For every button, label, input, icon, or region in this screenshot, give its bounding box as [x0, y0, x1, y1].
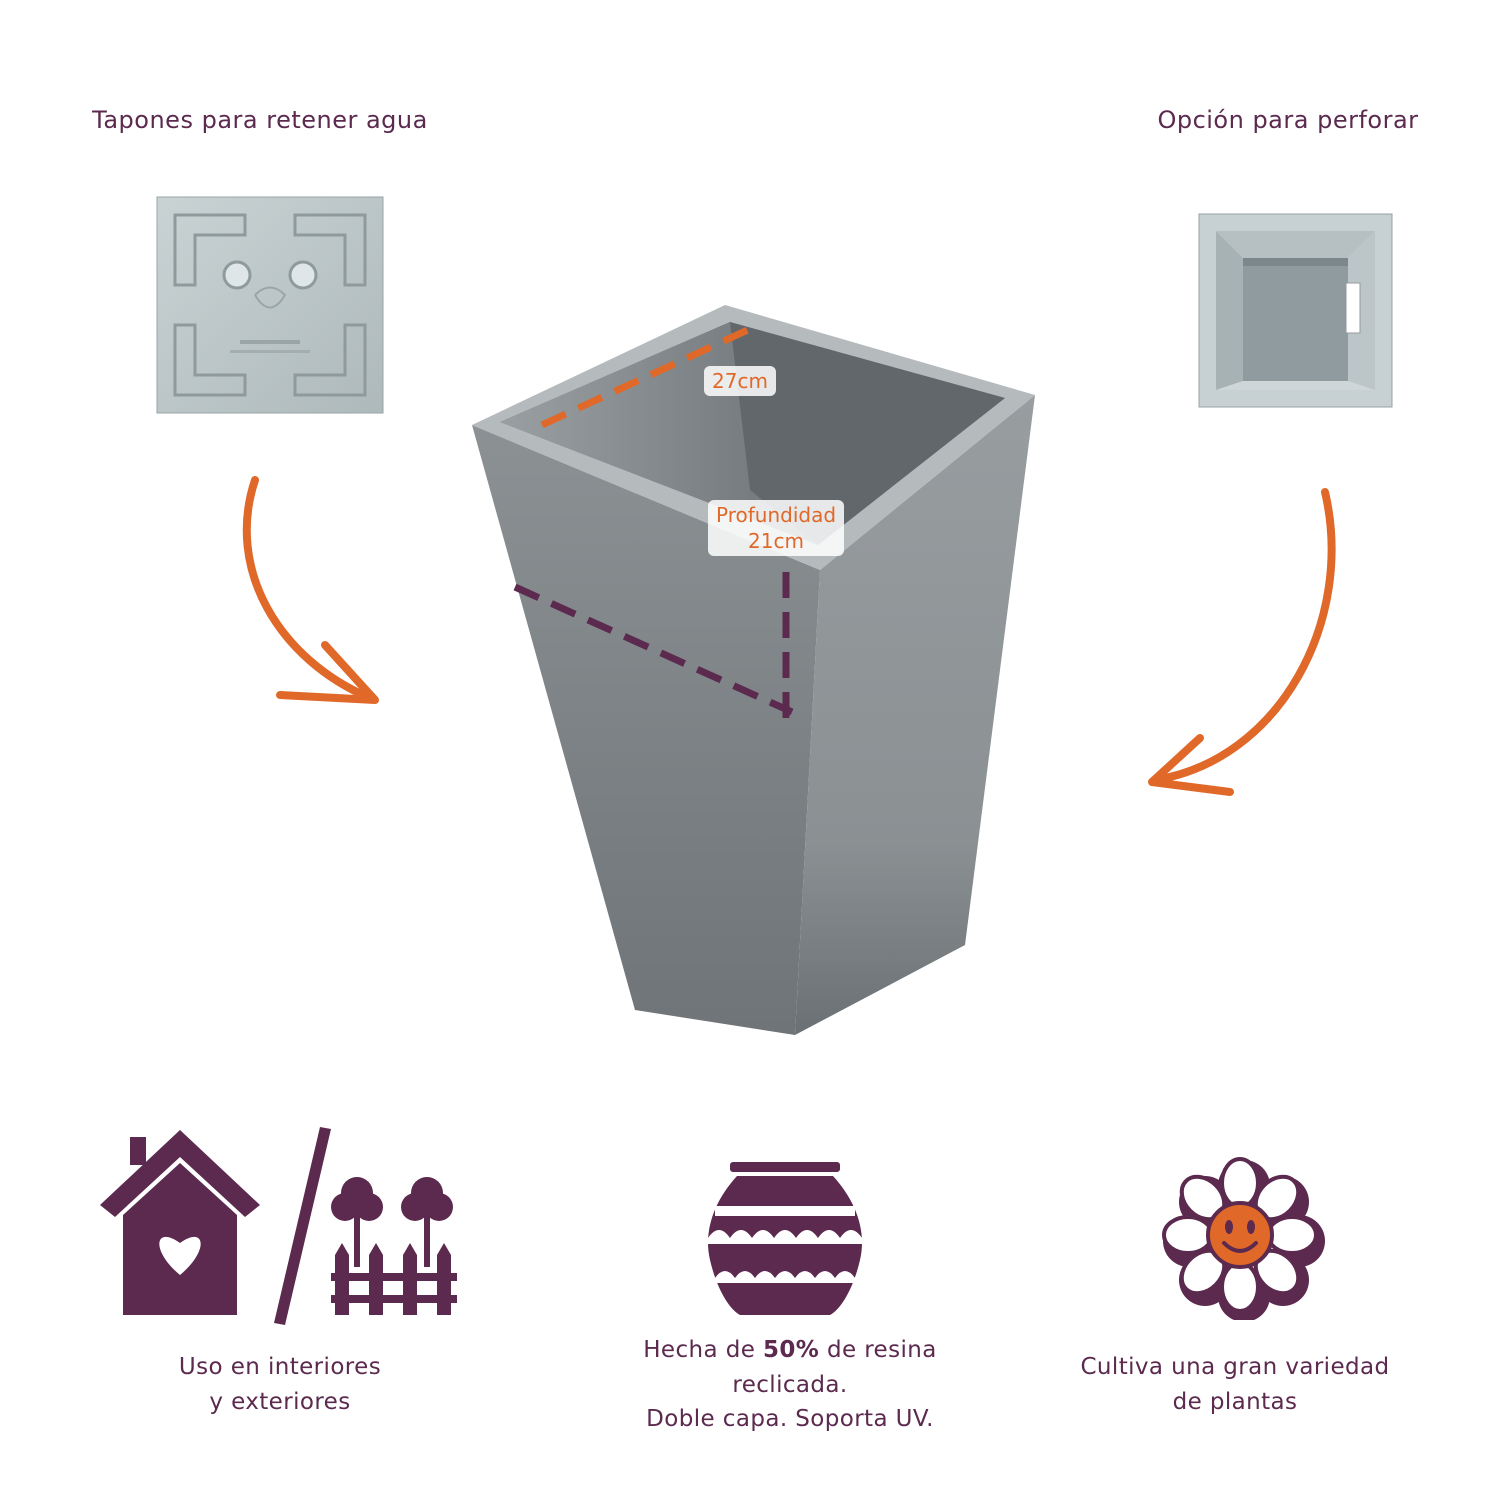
- feature-1-line1: Uso en interiores: [178, 1354, 382, 1380]
- smiley-flower-icon: [1162, 1157, 1325, 1320]
- feature-2-line3: Doble capa. Soporta UV.: [646, 1406, 934, 1432]
- feature-3-line2: de plantas: [1172, 1388, 1298, 1415]
- pot-top-view-photo: [1198, 213, 1393, 408]
- house-garden-icon: [100, 1127, 457, 1325]
- feature-3-line1: Cultiva una gran variedad: [1080, 1354, 1390, 1380]
- feature-plant-variety-text: Cultiva una gran variedad de plantas: [1050, 1350, 1420, 1419]
- feature-1-line2: y exteriores: [209, 1388, 351, 1415]
- pot-bottom-photo: [156, 196, 384, 414]
- planter-pot-photo: [472, 305, 1035, 1035]
- caption-water-plugs: Tapones para retener agua: [92, 106, 428, 134]
- feature-2-line1: Hecha de 50% de resina: [643, 1337, 937, 1363]
- depth-dimension-label: Profundidad 21cm: [708, 500, 845, 556]
- depth-label-value: 21cm: [748, 529, 804, 553]
- caption-drill-option: Opción para perforar: [1157, 106, 1419, 134]
- depth-label-title: Profundidad: [716, 503, 837, 527]
- feature-2-line2: reclicada.: [732, 1371, 848, 1398]
- pot-icon: [708, 1162, 862, 1315]
- width-dimension-label: 27cm: [704, 366, 776, 396]
- curved-arrow-right-icon: [1148, 488, 1336, 796]
- feature-indoor-outdoor-text: Uso en interiores y exteriores: [110, 1350, 450, 1419]
- feature-recycled-resin-text: Hecha de 50% de resina reclicada. Doble …: [600, 1333, 980, 1437]
- curved-arrow-left-icon: [242, 476, 379, 704]
